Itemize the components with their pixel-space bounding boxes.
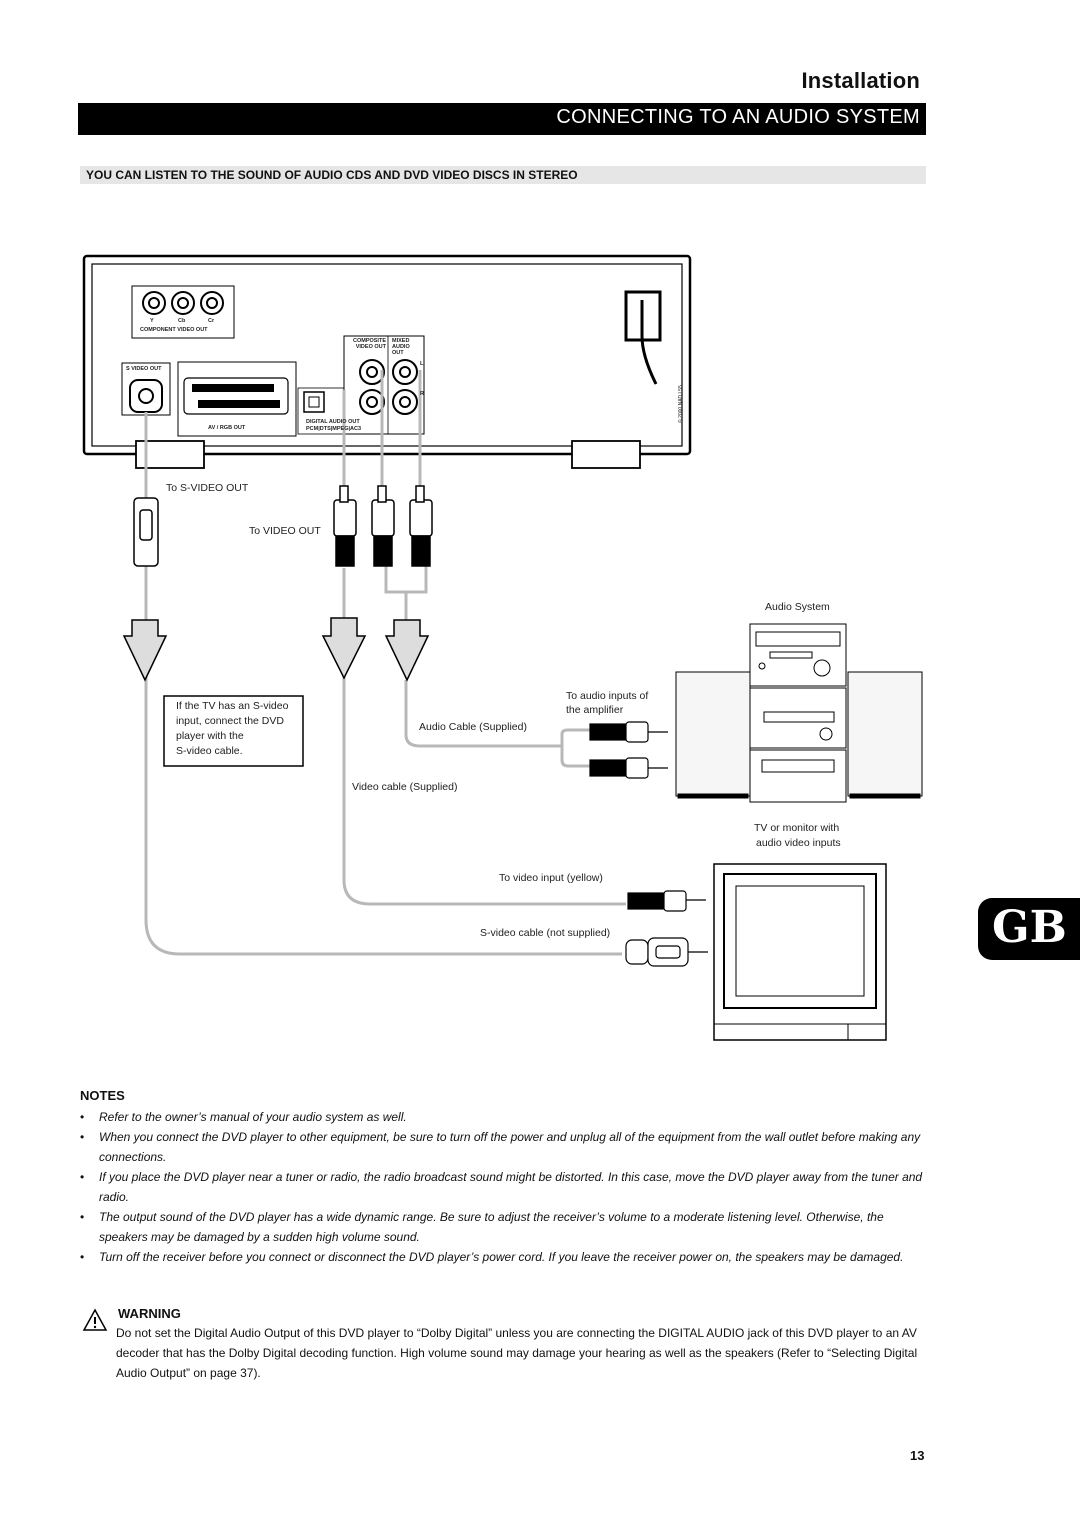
label-video-cable: Video cable (Supplied) (352, 781, 458, 793)
tv-note-line: input, connect the DVD (176, 715, 284, 727)
tv-note-line: player with the (176, 730, 244, 742)
label-audio-cable: Audio Cable (Supplied) (419, 721, 527, 733)
copyright-mark: © 2000 NAD L55 (678, 385, 684, 423)
warning-section: WARNING Do not set the Digital Audio Out… (80, 1306, 926, 1383)
label-the-amplifier: the amplifier (566, 704, 624, 716)
note-text: The output sound of the DVD player has a… (99, 1210, 884, 1244)
label-digital-audio-out: DIGITAL AUDIO OUT (306, 419, 360, 425)
label-r: R (420, 391, 424, 397)
label-s-video-cable: S-video cable (not supplied) (480, 927, 611, 939)
bullet: • (80, 1130, 85, 1144)
note-item: • Turn off the receiver before you connec… (80, 1247, 926, 1267)
cables (144, 370, 626, 956)
audio-system-illustration (675, 623, 923, 803)
label-cr: Cr (208, 318, 215, 324)
section-title: Installation (801, 68, 920, 93)
label-to-s-video-out: To S-VIDEO OUT (166, 482, 249, 494)
label-tv-monitor-2: audio video inputs (756, 837, 841, 849)
label-s-video-out: S VIDEO OUT (126, 366, 162, 372)
tv-note-line: If the TV has an S-video (176, 700, 289, 712)
label-audio-system: Audio System (765, 601, 830, 613)
note-text: Turn off the receiver before you connect… (99, 1250, 904, 1264)
arrows (122, 617, 430, 682)
warning-title: WARNING (118, 1306, 181, 1321)
vertical-plugs (133, 485, 433, 567)
language-tab: GB (978, 898, 1080, 960)
dvd-player-rear-panel (82, 254, 692, 469)
label-audio-formats: PCM|DTS|MPEG|AC3 (306, 426, 362, 432)
warning-triangle-icon (82, 1308, 108, 1331)
subheading: YOU CAN LISTEN TO THE SOUND OF AUDIO CDS… (86, 168, 578, 182)
label-to-video-out: To VIDEO OUT (249, 525, 321, 537)
note-item: • If you place the DVD player near a tune… (80, 1167, 926, 1207)
bullet: • (80, 1110, 85, 1124)
tv-note-box (163, 695, 304, 767)
subheading-bar: YOU CAN LISTEN TO THE SOUND OF AUDIO CDS… (80, 166, 926, 184)
notes-title: NOTES (80, 1088, 125, 1103)
rca-plugs (589, 721, 708, 967)
note-item: • When you connect the DVD player to othe… (80, 1127, 926, 1167)
note-item: • The output sound of the DVD player has … (80, 1207, 926, 1247)
label-av-rgb-out: AV / RGB OUT (208, 425, 246, 431)
component-jacks (129, 291, 418, 415)
bullet: • (80, 1170, 85, 1184)
label-composite-video-out: COMPOSITE VIDEO OUT (352, 338, 386, 350)
note-text: If you place the DVD player near a tuner… (99, 1170, 923, 1204)
bullet: • (80, 1250, 85, 1264)
warning-text: Do not set the Digital Audio Output of t… (116, 1326, 918, 1380)
language-tab-label: GB (992, 902, 1067, 953)
label-y: Y (150, 318, 154, 324)
scart-pins (192, 384, 280, 408)
tv-note-line: S-video cable. (176, 745, 243, 757)
label-tv-monitor-1: TV or monitor with (754, 822, 840, 834)
page-number: 13 (910, 1448, 925, 1463)
tv-illustration (713, 863, 887, 1041)
label-cb: Cb (178, 318, 186, 324)
page-title: CONNECTING TO AN AUDIO SYSTEM (556, 106, 920, 128)
label-l: L (420, 361, 424, 367)
notes-section: NOTES • Refer to the owner’s manual of yo… (80, 1088, 926, 1267)
note-text: Refer to the owner’s manual of your audi… (99, 1110, 407, 1124)
note-item: • Refer to the owner’s manual of your aud… (80, 1107, 926, 1127)
label-mixed-audio-out: MIXED AUDIO OUT (392, 338, 410, 356)
label-to-audio-inputs: To audio inputs of (566, 690, 649, 702)
note-text: When you connect the DVD player to other… (99, 1130, 921, 1164)
page-title-bar: CONNECTING TO AN AUDIO SYSTEM (78, 103, 926, 135)
label-to-video-input: To video input (yellow) (499, 872, 603, 884)
bullet: • (80, 1210, 85, 1224)
label-component-video-out: COMPONENT VIDEO OUT (140, 327, 208, 333)
